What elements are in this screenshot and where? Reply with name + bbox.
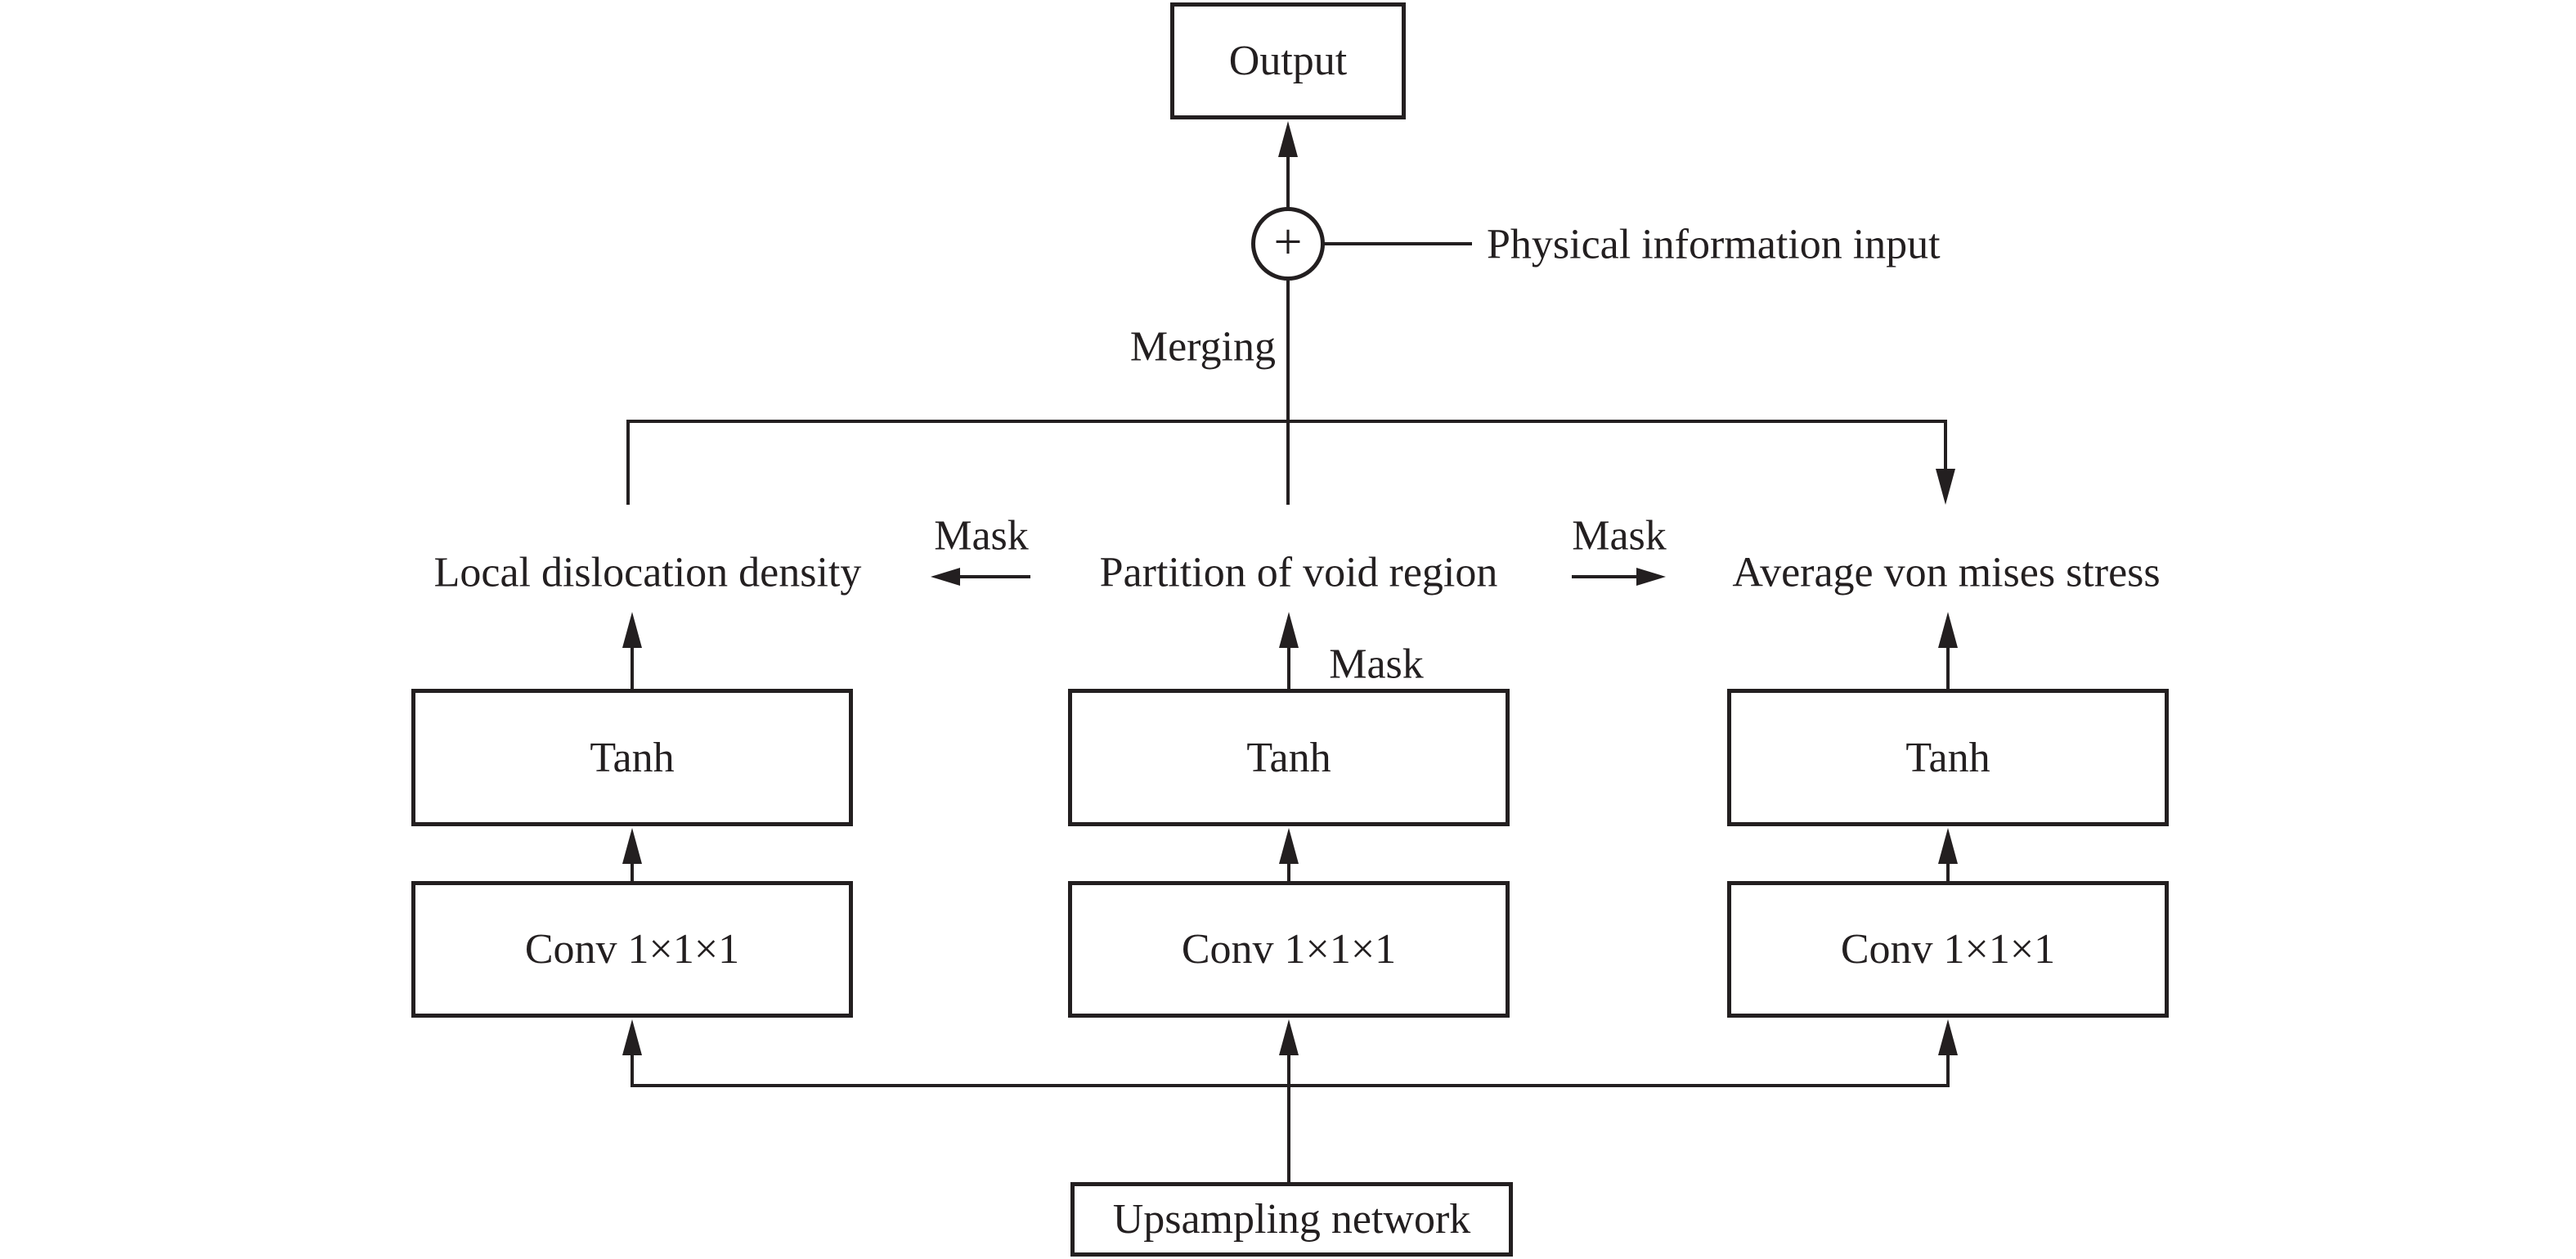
tanh-box-right: Tanh: [1727, 689, 2169, 826]
plus-icon: +: [1273, 214, 1303, 270]
conv-box-left: Conv 1×1×1: [411, 881, 853, 1018]
arrow-feed-to-conv-right-line: [1946, 1054, 1950, 1087]
feed-bus-line: [631, 1084, 1950, 1087]
mask-label-left: Mask: [934, 512, 1029, 560]
arrow-tanh-to-label-right-line: [1946, 646, 1950, 690]
merge-drop-line: [1286, 281, 1290, 505]
tanh-box-left: Tanh: [411, 689, 853, 826]
arrow-sum-to-output-head: [1278, 121, 1298, 157]
upsampling-network-label: Upsampling network: [1112, 1196, 1471, 1243]
output-label: Output: [1228, 38, 1348, 84]
tanh-box-middle: Tanh: [1068, 689, 1510, 826]
conv-label-right: Conv 1×1×1: [1840, 926, 2056, 973]
arrow-feed-to-conv-left-head: [622, 1019, 642, 1055]
upsampling-network-box: Upsampling network: [1070, 1182, 1513, 1257]
arrow-tanh-to-label-left-head: [622, 612, 642, 648]
tanh-label-left: Tanh: [590, 734, 675, 781]
arrow-tanh-to-label-left-line: [631, 646, 634, 690]
sum-node: +: [1251, 207, 1325, 281]
arrow-conv-to-tanh-left-line: [631, 862, 634, 883]
arrow-conv-to-tanh-right-head: [1938, 828, 1958, 864]
arrow-conv-to-tanh-right-line: [1946, 862, 1950, 883]
mask-arrow-right-head: [1636, 568, 1666, 586]
conv-label-left: Conv 1×1×1: [524, 926, 740, 973]
mask-arrow-right-line: [1572, 575, 1640, 578]
average-von-mises-stress-label: Average von mises stress: [1732, 549, 2161, 596]
arrow-sum-to-output-line: [1286, 155, 1290, 209]
physical-input-connector-line: [1323, 242, 1472, 245]
physical-input-label: Physical information input: [1487, 221, 1941, 268]
arrow-tanh-to-label-middle-head: [1279, 612, 1299, 648]
mask-label-middle: Mask: [1329, 641, 1424, 688]
partition-of-void-region-label: Partition of void region: [1099, 549, 1498, 596]
arrow-upsampling-to-conv-middle-head: [1279, 1019, 1299, 1055]
tanh-label-right: Tanh: [1905, 734, 1990, 781]
arrow-tanh-to-label-middle-line: [1287, 646, 1290, 690]
left-branch-drop-line: [626, 420, 630, 505]
mask-arrow-left-line: [957, 575, 1030, 578]
arrow-tanh-to-label-right-head: [1938, 612, 1958, 648]
arrow-feed-to-conv-left-line: [631, 1054, 634, 1087]
right-branch-arrow-head: [1936, 469, 1955, 505]
mask-arrow-left-head: [931, 568, 960, 586]
output-box: Output: [1170, 2, 1406, 119]
merging-label: Merging: [1129, 323, 1276, 371]
arrow-conv-to-tanh-left-head: [622, 828, 642, 864]
right-branch-drop-line: [1944, 420, 1947, 472]
local-dislocation-density-label: Local dislocation density: [433, 549, 862, 596]
arrow-conv-to-tanh-middle-line: [1287, 862, 1290, 883]
conv-box-right: Conv 1×1×1: [1727, 881, 2169, 1018]
arrow-feed-to-conv-right-head: [1938, 1019, 1958, 1055]
arrow-conv-to-tanh-middle-head: [1279, 828, 1299, 864]
tanh-label-middle: Tanh: [1246, 734, 1331, 781]
conv-label-middle: Conv 1×1×1: [1181, 926, 1397, 973]
conv-box-middle: Conv 1×1×1: [1068, 881, 1510, 1018]
mask-label-right: Mask: [1572, 512, 1667, 560]
branch-line: [626, 420, 1947, 423]
arrow-upsampling-to-conv-middle-line: [1287, 1054, 1290, 1184]
